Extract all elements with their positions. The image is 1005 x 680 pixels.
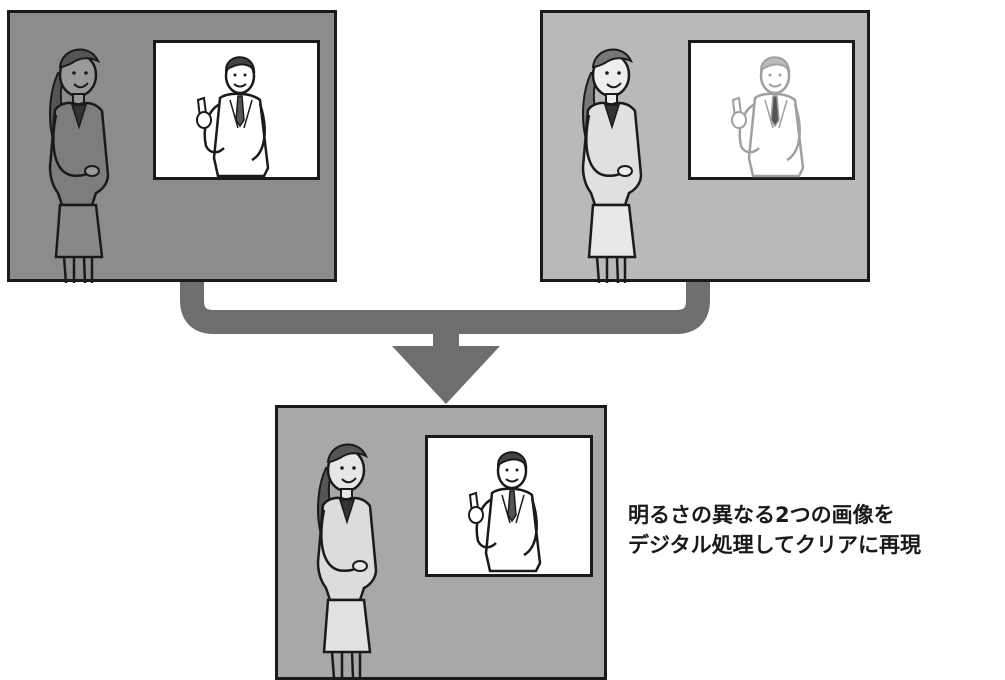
bright-exposure-image	[540, 10, 870, 282]
dark-exposure-image	[7, 10, 337, 282]
caption-line-1: 明るさの異なる2つの画像を	[628, 503, 895, 527]
caption-line-2: デジタル処理してクリアに再現	[628, 533, 921, 557]
woman-figure-icon	[298, 430, 398, 680]
man-figure-icon	[168, 48, 308, 183]
woman-figure-icon	[30, 35, 130, 285]
woman-figure-icon	[563, 35, 663, 285]
man-figure-icon	[440, 443, 580, 578]
combined-result-image	[275, 405, 607, 680]
caption-text: 明るさの異なる2つの画像を デジタル処理してクリアに再現	[628, 500, 921, 560]
bright-window-area	[153, 40, 320, 180]
bright-window-area	[688, 40, 855, 180]
bright-window-area	[425, 435, 593, 577]
man-figure-icon	[703, 48, 843, 183]
